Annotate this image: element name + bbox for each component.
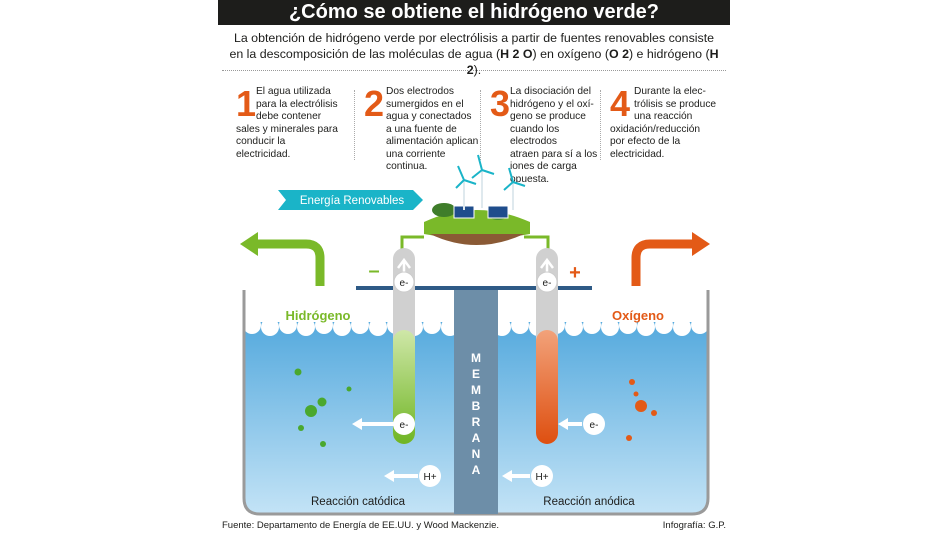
- step-line: una reacción: [634, 111, 693, 122]
- step-line: La disociación del: [510, 86, 591, 97]
- electron-badge: [393, 413, 415, 435]
- plus-sign: +: [569, 262, 581, 284]
- electron-badge: [583, 413, 605, 435]
- renewable-island-icon: [424, 154, 530, 245]
- intro-line-2: en la descomposición de las moléculas de…: [224, 46, 724, 78]
- step-line: geno se produce: [510, 111, 586, 122]
- membrane: [454, 290, 498, 514]
- hydrogen-arrow: [254, 239, 325, 286]
- arrow-head-icon: [558, 418, 568, 430]
- hydrogen-label: Hidrógeno: [286, 308, 351, 323]
- step-text: El agua utilizada para la electrólisis d…: [236, 86, 338, 161]
- anode-rod: [536, 330, 558, 444]
- step-number: 3: [490, 83, 511, 124]
- step-line: cuando los electrodos: [510, 123, 560, 148]
- intro-line-2-part: ) e hidrógeno (: [628, 47, 710, 61]
- step-line: sales y minerales para: [236, 123, 338, 135]
- electrode-bar: [356, 286, 592, 290]
- step-line: conducir la: [236, 136, 286, 147]
- intro-line-2-part: en la descomposición de las moléculas de…: [229, 47, 501, 61]
- step-line: sumergidos en el: [386, 98, 464, 110]
- membrane-letter: R: [472, 415, 481, 429]
- proton-label: H+: [423, 472, 436, 483]
- membrane-letter: N: [472, 447, 481, 461]
- membrane-letter: B: [472, 399, 481, 413]
- membrane-letter: A: [472, 463, 481, 477]
- step-number: 4: [610, 83, 631, 124]
- membrane-letter: M: [471, 383, 481, 397]
- proton-label: H+: [535, 472, 548, 483]
- oxygen-bubbles: [626, 379, 657, 441]
- arrow-head-icon: [692, 232, 710, 256]
- proton-badge: [531, 465, 553, 487]
- step-line: Durante la elec-: [634, 86, 706, 97]
- divider: [222, 70, 726, 71]
- page-title: ¿Cómo se obtiene el hidrógeno verde?: [218, 0, 730, 25]
- arrow-head-icon: [352, 418, 362, 430]
- step-text: La disociación del hidrógeno y el oxí- g…: [510, 86, 608, 186]
- renewable-label: Energía Renovables: [300, 195, 404, 207]
- membrane-letter: E: [472, 367, 480, 381]
- intro-line-1: La obtención de hidrógeno verde por elec…: [233, 31, 715, 45]
- formula-h2o: H 2 O: [500, 47, 533, 61]
- step-line: electricidad.: [610, 148, 665, 160]
- intro-line-2-part: ) en oxígeno (: [532, 47, 609, 61]
- infographic: ¿Cómo se obtiene el hidrógeno verde? La …: [218, 0, 730, 534]
- step-3: 3 La disociación del hidrógeno y el oxí-…: [480, 83, 608, 185]
- proton-badge: [419, 465, 441, 487]
- step-text: Dos electrodos sumergidos en el agua y c…: [386, 86, 484, 174]
- renewable-arrow: [278, 190, 423, 210]
- arrow-head-icon: [384, 470, 394, 482]
- step-line: oxidación/reducción: [610, 123, 701, 135]
- electron-badge: [536, 271, 558, 293]
- step-line: El agua utilizada: [256, 86, 331, 97]
- arrow-head-icon: [502, 470, 512, 482]
- electron-badge: [393, 271, 415, 293]
- step-number: 1: [236, 83, 257, 124]
- step-line: agua y conectados: [386, 111, 472, 122]
- oxygen-label: Oxígeno: [612, 308, 664, 323]
- cathode-label: Reacción catódica: [311, 496, 406, 508]
- step-line: una corriente continua.: [386, 148, 446, 173]
- step-number: 2: [364, 83, 385, 124]
- credit-note: Infografía: G.P.: [662, 520, 726, 531]
- step-line: iones de carga opuesta.: [510, 161, 577, 185]
- step-line: Dos electrodos: [386, 86, 454, 97]
- hydrogen-bubbles: [294, 368, 352, 447]
- step-line: trólisis se produce: [634, 98, 717, 110]
- electron-label: e-: [400, 420, 409, 431]
- arrow-head-icon: [240, 232, 258, 256]
- formula-o2: O 2: [609, 47, 629, 61]
- membrane-letter: A: [472, 431, 481, 445]
- step-divider: [480, 90, 481, 160]
- source-note: Fuente: Departamento de Energía de EE.UU…: [222, 520, 500, 531]
- membrane-letter: M: [471, 351, 481, 365]
- electron-label: e-: [590, 420, 599, 431]
- intro-text: La obtención de hidrógeno verde por elec…: [224, 30, 724, 78]
- step-text: Durante la elec- trólisis se produce una…: [610, 86, 717, 161]
- anode-label: Reacción anódica: [543, 496, 635, 508]
- electron-label: e-: [543, 278, 552, 289]
- step-line: hidrógeno y el oxí-: [510, 98, 594, 110]
- step-4: 4 Durante la elec- trólisis se produce u…: [600, 83, 728, 166]
- step-line: para la electrólisis: [256, 98, 338, 110]
- electron-label: e-: [400, 278, 409, 289]
- step-line: electricidad.: [236, 148, 291, 160]
- step-line: alimentación aplican: [386, 136, 479, 147]
- minus-sign: –: [368, 260, 379, 282]
- step-line: por efecto de la: [610, 136, 681, 147]
- step-line: a una fuente de: [386, 123, 457, 135]
- step-divider: [354, 90, 355, 160]
- oxygen-arrow: [631, 239, 696, 286]
- step-line: debe contener: [256, 111, 322, 122]
- step-1: 1 El agua utilizada para la electrólisis…: [236, 86, 354, 166]
- step-line: atraen para sí a los: [510, 148, 598, 160]
- step-2: 2 Dos electrodos sumergidos en el agua y…: [354, 83, 484, 172]
- step-divider: [600, 90, 601, 160]
